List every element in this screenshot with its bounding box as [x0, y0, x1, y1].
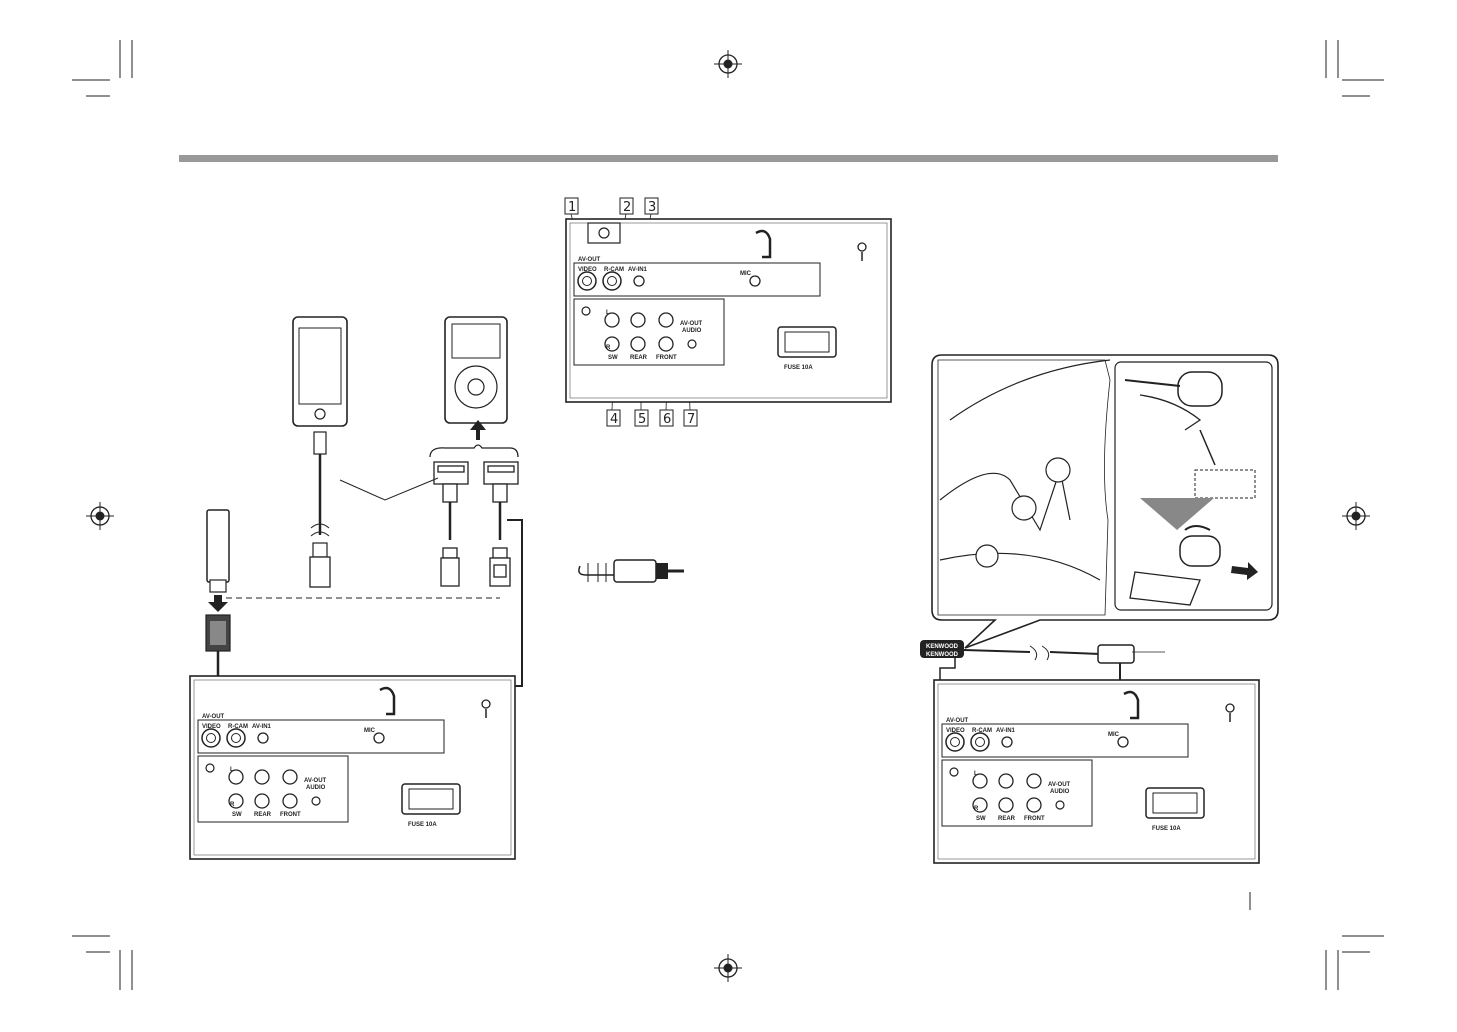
headset-plug-icon	[578, 559, 684, 583]
crop-mark-icon	[72, 40, 1384, 990]
mic-label: MIC	[740, 271, 752, 277]
mic-label: MIC	[364, 728, 376, 734]
registration-mark-icon	[85, 501, 115, 531]
smartphone-illustration	[292, 316, 348, 588]
av-out-label: AV-OUT	[202, 714, 225, 720]
ipod-illustration	[444, 316, 508, 424]
video-label: VIDEO	[946, 728, 965, 734]
callout-2: 2	[623, 200, 631, 215]
registration-mark-icon	[713, 953, 743, 983]
sw-label: SW	[976, 816, 986, 822]
av-in1-label: AV-IN1	[628, 267, 648, 273]
header-rule	[179, 155, 1278, 162]
l-label: L	[606, 310, 610, 316]
fuse-label: FUSE 10A	[408, 822, 437, 828]
r-label: R	[230, 802, 235, 808]
rear-label: REAR	[630, 355, 648, 361]
usb-plug-icon	[205, 509, 231, 680]
rear-label: REAR	[254, 812, 272, 818]
callouts-bottom: 4 5 6 7	[606, 409, 698, 427]
av-in1-label: AV-IN1	[252, 724, 272, 730]
mic-label: MIC	[1108, 732, 1120, 738]
l-label: L	[230, 767, 234, 773]
rear-label: REAR	[998, 816, 1016, 822]
sw-label: SW	[608, 355, 618, 361]
fuse-label: FUSE 10A	[784, 365, 813, 371]
front-label: FRONT	[656, 355, 677, 361]
down-arrow-icon	[208, 595, 228, 612]
av-out-audio-label: AV-OUT	[304, 778, 327, 784]
mic-plug-text-1: KENWOOD	[926, 644, 959, 650]
callout-6: 6	[663, 412, 671, 427]
registration-mark-icon	[713, 49, 743, 79]
av-out-label: AV-OUT	[946, 718, 969, 724]
av-out-audio-label-2: AUDIO	[306, 785, 326, 791]
fuse-label: FUSE 10A	[1152, 826, 1181, 832]
leader-line	[339, 477, 439, 501]
callout-3: 3	[648, 200, 656, 215]
registration-mark-icon	[1341, 501, 1371, 531]
callout-7: 7	[687, 412, 695, 427]
callouts-top: 1 2 3	[564, 197, 659, 215]
ipod-dock-cables	[429, 444, 519, 587]
mic-installation-callout	[931, 354, 1279, 649]
video-label: VIDEO	[578, 267, 597, 273]
rear-panel-top: AV-OUT VIDEO R-CAM AV-IN1 MIC L R SW REA…	[565, 218, 892, 403]
rear-panel-right: AV-OUT VIDEO R-CAM AV-IN1 MIC L R SW REA…	[932, 678, 1261, 865]
av-in1-label: AV-IN1	[996, 728, 1016, 734]
av-out-audio-label: AV-OUT	[1048, 782, 1071, 788]
sw-label: SW	[232, 812, 242, 818]
r-cam-label: R-CAM	[228, 724, 248, 730]
callout-5: 5	[638, 412, 646, 427]
r-label: R	[606, 345, 611, 351]
front-label: FRONT	[280, 812, 301, 818]
av-out-label: AV-OUT	[578, 257, 601, 263]
up-arrow-icon	[470, 420, 486, 440]
mic-plug-text-2: KENWOOD	[926, 652, 959, 658]
callout-4: 4	[610, 412, 618, 427]
callout-1: 1	[568, 200, 576, 215]
video-label: VIDEO	[202, 724, 221, 730]
av-out-audio-label-2: AUDIO	[1050, 789, 1070, 795]
r-cam-label: R-CAM	[972, 728, 992, 734]
l-label: L	[974, 771, 978, 777]
r-label: R	[974, 806, 979, 812]
front-label: FRONT	[1024, 816, 1045, 822]
rear-panel-left: AV-OUT VIDEO R-CAM AV-IN1 MIC L R SW REA…	[188, 674, 517, 861]
r-cam-label: R-CAM	[604, 267, 624, 273]
av-out-audio-label-2: AUDIO	[682, 328, 702, 334]
av-out-audio-label: AV-OUT	[680, 321, 703, 327]
